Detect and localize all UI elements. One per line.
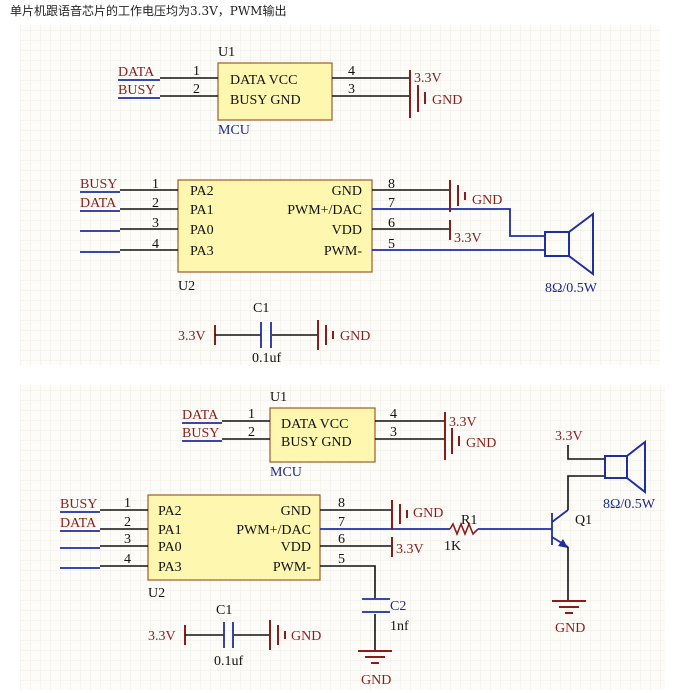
bottom-u1-mcu: U1 DATA VCC BUSY GND MCU DATA BUSY 1 2 4… [182, 390, 496, 480]
schematic-label: BUSY [60, 497, 97, 512]
schematic-label: 3 [348, 82, 355, 97]
speaker-icon [604, 439, 646, 495]
bottom-c1: 3.3V C1 0.1uf GND [148, 603, 321, 669]
c2-capacitor: C2 1nf GND [358, 598, 409, 688]
schematic-label: PA0 [190, 223, 214, 238]
schematic-label: 3 [390, 425, 397, 440]
schematic-label: PWM+/DAC [236, 523, 311, 538]
schematic-label: 2 [248, 425, 255, 440]
schematic-label: PA1 [158, 523, 182, 538]
schematic-label: 3.3V [148, 629, 176, 644]
top-c1: 3.3V C1 0.1uf GND [178, 301, 370, 366]
speaker-icon [544, 212, 594, 276]
schematic-label: 2 [152, 196, 159, 211]
schematic-label: GND [291, 629, 321, 644]
page-title: 单片机跟语音芯片的工作电压均为3.3V，PWM输出 [10, 4, 287, 18]
schematic-label: VDD [332, 223, 362, 238]
schematic-label: DATA [80, 196, 117, 211]
schematic-label: 5 [338, 552, 345, 567]
top-u1-mcu: U1 DATA VCC BUSY GND MCU DATA BUSY 1 2 4… [118, 45, 462, 138]
schematic-label: 0.1uf [252, 351, 282, 366]
schematic-label: 1 [124, 496, 131, 511]
schematic-label: U1 [270, 390, 287, 405]
schematic-label: 3 [152, 216, 159, 231]
schematic-label: GND [555, 621, 585, 636]
schematic-label: DATA VCC [281, 417, 348, 432]
u1-row1: DATA VCC [230, 73, 297, 88]
schematic-label: R1 [461, 513, 477, 528]
schematic-label: BUSY GND [281, 435, 352, 450]
schematic-label: DATA [182, 408, 219, 423]
schematic-label: 7 [388, 196, 395, 211]
schematic-label: 1 [152, 177, 159, 192]
schematic-label: PA0 [158, 540, 182, 555]
schematic-label: DATA [60, 516, 97, 531]
schematic-label: PA1 [190, 203, 214, 218]
schematic-label: GND [466, 436, 496, 451]
schematic-label: GND [340, 329, 370, 344]
schematic-label: 3.3V [178, 329, 206, 344]
schematic-label: 8 [388, 177, 395, 192]
gnd-label: GND [432, 93, 462, 108]
schematic-label: BUSY [182, 426, 219, 441]
schematic-label: Q1 [575, 513, 592, 528]
schematic-label: 6 [338, 532, 345, 547]
schematic-label: PWM+/DAC [287, 203, 362, 218]
r1-resistor: R1 1K [444, 513, 479, 554]
schematic-label: GND [281, 504, 311, 519]
schematic-label: 6 [388, 216, 395, 231]
schematic-label: 1 [248, 407, 255, 422]
schematic-label: PA3 [158, 560, 182, 575]
schematic-label: PWM- [324, 244, 362, 259]
schematic-label: 3.3V [555, 429, 583, 444]
schematic-label: 1K [444, 539, 461, 554]
net-data: DATA [118, 65, 155, 80]
schematic-label: 1 [193, 64, 200, 79]
schematic-label: U2 [148, 586, 165, 601]
power-label: 3.3V [414, 71, 442, 86]
schematic-label: PA3 [190, 244, 214, 259]
speaker-rating: 8Ω/0.5W [545, 281, 598, 296]
schematic-label: 3 [124, 532, 131, 547]
schematic-label: 2 [124, 515, 131, 530]
u1-name: MCU [218, 123, 250, 138]
schematic-label: 4 [390, 407, 397, 422]
schematic-label: GND [361, 673, 391, 688]
schematic-label: C2 [390, 599, 406, 614]
schematic-label: 4 [124, 552, 131, 567]
schematic-label: 3.3V [449, 415, 477, 430]
schematic-label: C1 [216, 603, 232, 618]
top-u2-voice-chip: U2 BUSY DATA 1 2 3 4 PA2 PA1 PA0 PA3 GND… [80, 177, 598, 296]
schematic-label: 5 [388, 237, 395, 252]
schematic-label: C1 [253, 301, 269, 316]
schematic-label: MCU [270, 465, 302, 480]
schematic-label: 2 [193, 82, 200, 97]
schematic-label: PWM- [273, 560, 311, 575]
schematic-label: 3.3V [396, 542, 424, 557]
u1-row2: BUSY GND [230, 93, 301, 108]
schematic-label: 0.1uf [214, 654, 244, 669]
schematic-label: BUSY [80, 177, 117, 192]
schematic-label: 4 [152, 237, 159, 252]
schematic-label: VDD [281, 540, 311, 555]
bottom-u2-voice-chip: U2 BUSY DATA 1 2 3 4 PA2 PA1 PA0 PA3 GND… [60, 494, 552, 650]
schematic-label: 4 [348, 64, 355, 79]
schematic-label: GND [413, 506, 443, 521]
schematic-label: GND [332, 184, 362, 199]
u1-ref: U1 [218, 45, 235, 60]
q1-transistor: Q1 3.3V GND 8Ω/0.5W [551, 429, 656, 636]
schematic-label: 7 [338, 515, 345, 530]
schematic-label: GND [472, 193, 502, 208]
schematic-label: U2 [178, 279, 195, 294]
schematic-label: 3.3V [454, 231, 482, 246]
net-busy: BUSY [118, 83, 155, 98]
schematic-label: 8 [338, 496, 345, 511]
schematic-label: PA2 [158, 504, 182, 519]
schematic-label: PA2 [190, 184, 214, 199]
schematic-label: 1nf [390, 619, 409, 634]
schematic-label: 8Ω/0.5W [603, 497, 656, 512]
